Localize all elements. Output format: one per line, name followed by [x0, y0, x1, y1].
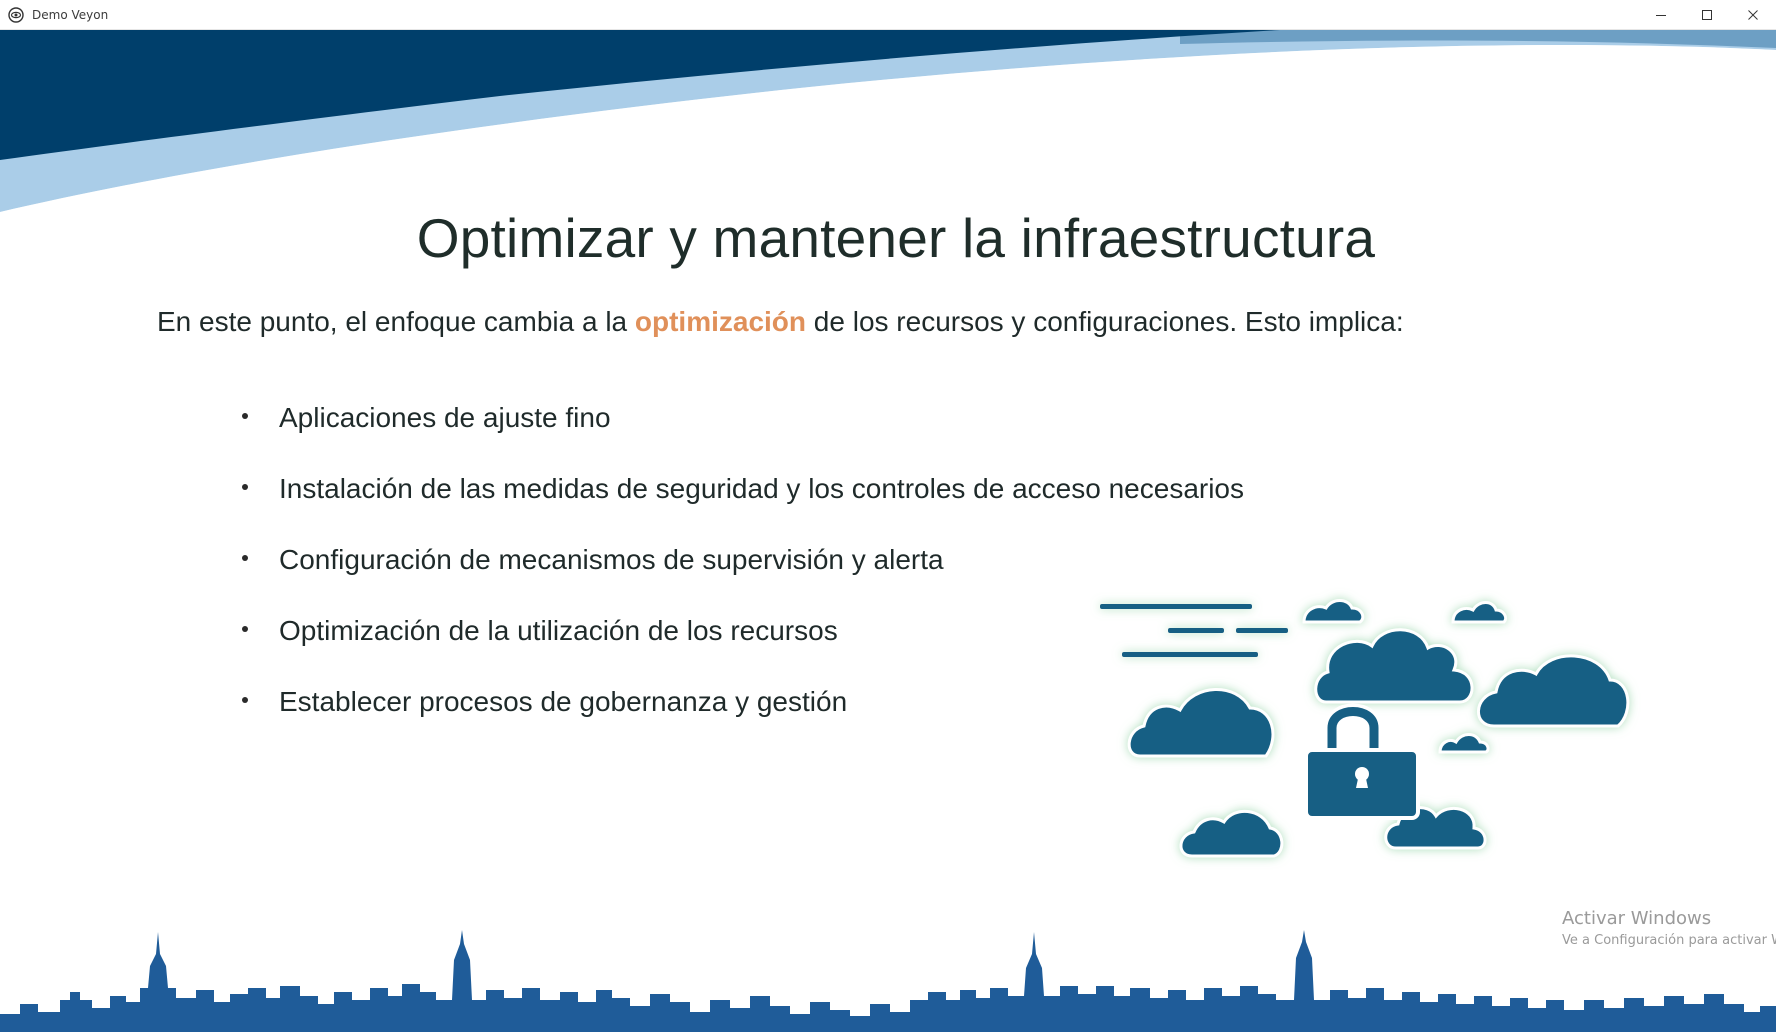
minimize-icon	[1656, 15, 1666, 16]
bullet-dot	[242, 697, 248, 703]
intro-highlight: optimización	[634, 306, 807, 337]
header-wave-decoration	[0, 30, 1776, 220]
window-controls	[1638, 0, 1776, 30]
bullet-dot	[242, 555, 248, 561]
slide-title: Optimizar y mantener la infraestructura	[416, 207, 1376, 269]
presentation-slide: Optimizar y mantener la infraestructura …	[0, 30, 1776, 1032]
windows-activation-watermark: Activar Windows Ve a Configuración para …	[1562, 908, 1776, 949]
bullet-dot	[242, 484, 248, 490]
bullet-text: Aplicaciones de ajuste fino	[279, 402, 611, 433]
padlock-icon	[1304, 703, 1420, 820]
minimize-button[interactable]	[1638, 0, 1684, 30]
bullet-text: Establecer procesos de gobernanza y gest…	[279, 686, 848, 717]
maximize-button[interactable]	[1684, 0, 1730, 30]
bullet-text: Instalación de las medidas de seguridad …	[279, 473, 1245, 504]
close-icon	[1748, 10, 1758, 20]
bullet-text: Configuración de mecanismos de supervisi…	[279, 544, 944, 575]
window-title: Demo Veyon	[32, 7, 109, 22]
title-bar[interactable]: Demo Veyon	[0, 0, 1776, 30]
bullet-dot	[242, 413, 248, 419]
city-skyline-decoration	[0, 930, 1776, 1032]
veyon-eye-icon	[8, 6, 24, 23]
cloud-security-padlock-icon	[1100, 599, 1630, 858]
intro-paragraph: En este punto, el enfoque cambia a la op…	[157, 306, 1404, 338]
watermark-subtitle: Ve a Configuración para activar Windows.	[1562, 932, 1776, 948]
intro-text-start: En este punto, el enfoque cambia a la	[157, 306, 635, 337]
maximize-icon	[1702, 10, 1712, 20]
intro-text-end: de los recursos y configuraciones. Esto …	[806, 306, 1404, 337]
close-button[interactable]	[1730, 0, 1776, 30]
bullet-text: Optimización de la utilización de los re…	[279, 615, 838, 646]
bullet-dot	[242, 626, 248, 632]
watermark-title: Activar Windows	[1562, 908, 1712, 929]
